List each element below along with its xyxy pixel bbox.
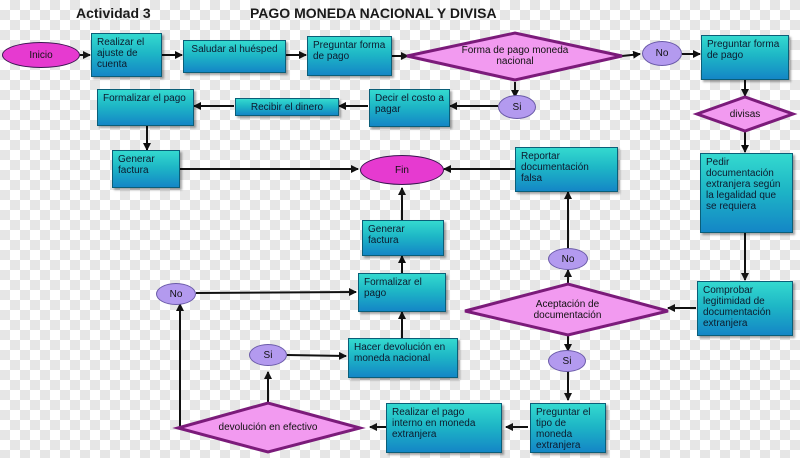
preguntar-tipo-box: Preguntar el tipo de moneda extranjera: [530, 403, 606, 453]
diamond-aceptacion: [464, 282, 669, 337]
recibir-dinero-box: Recibir el dinero: [235, 98, 339, 116]
connector-si-1: Si: [498, 95, 536, 119]
connector-no-3: No: [156, 283, 196, 305]
pedir-documentacion-box: Pedir documentación extranjera según la …: [700, 153, 793, 233]
realizar-ajuste-box: Realizar el ajuste de cuenta: [91, 33, 162, 77]
reportar-box: Reportar documentación falsa: [515, 147, 618, 192]
divisas-label: divisas: [729, 108, 761, 120]
activity-label: Actividad 3: [76, 5, 151, 21]
forma-pago-label: Forma de pago moneda nacional: [461, 45, 569, 67]
connector-si-3: Si: [249, 344, 287, 366]
formalizar-pago-box: Formalizar el pago: [97, 89, 194, 126]
diamond-divisas: [692, 95, 798, 133]
diamond-devolucion: [172, 401, 366, 454]
generar-factura-box: Generar factura: [112, 150, 180, 188]
page-title: PAGO MONEDA NACIONAL Y DIVISA: [250, 5, 497, 21]
end-terminal: Fin: [360, 155, 444, 185]
arrow-forma-no: [621, 50, 641, 59]
generar-factura-2-box: Generar factura: [362, 220, 444, 256]
devolucion-efectivo-label: devolución en efectivo: [218, 421, 318, 433]
formalizar-pago-2-box: Formalizar el pago: [358, 273, 446, 312]
connector-no-1: No: [642, 41, 682, 66]
arrow-no3-formalizar2: [195, 288, 357, 297]
connector-si-2: Si: [548, 350, 586, 372]
arrow-si3-hacer: [286, 351, 347, 360]
decir-costo-box: Decir el costo a pagar: [369, 89, 450, 127]
hacer-devolucion-box: Hacer devolución en moneda nacional: [348, 338, 458, 378]
realizar-pago-interno-box: Realizar el pago interno en moneda extra…: [386, 403, 502, 453]
aceptacion-label: Aceptación de documentación: [533, 299, 602, 321]
start-terminal: Inicio: [2, 42, 80, 68]
connector-no-2: No: [548, 248, 588, 270]
preguntar-forma-2-box: Preguntar forma de pago: [701, 35, 789, 80]
saludar-box: Saludar al huésped: [183, 40, 286, 73]
diamond-forma-pago: [406, 31, 623, 82]
comprobar-box: Comprobar legitimidad de documentación e…: [697, 281, 793, 336]
preguntar-forma-box: Preguntar forma de pago: [307, 36, 392, 76]
